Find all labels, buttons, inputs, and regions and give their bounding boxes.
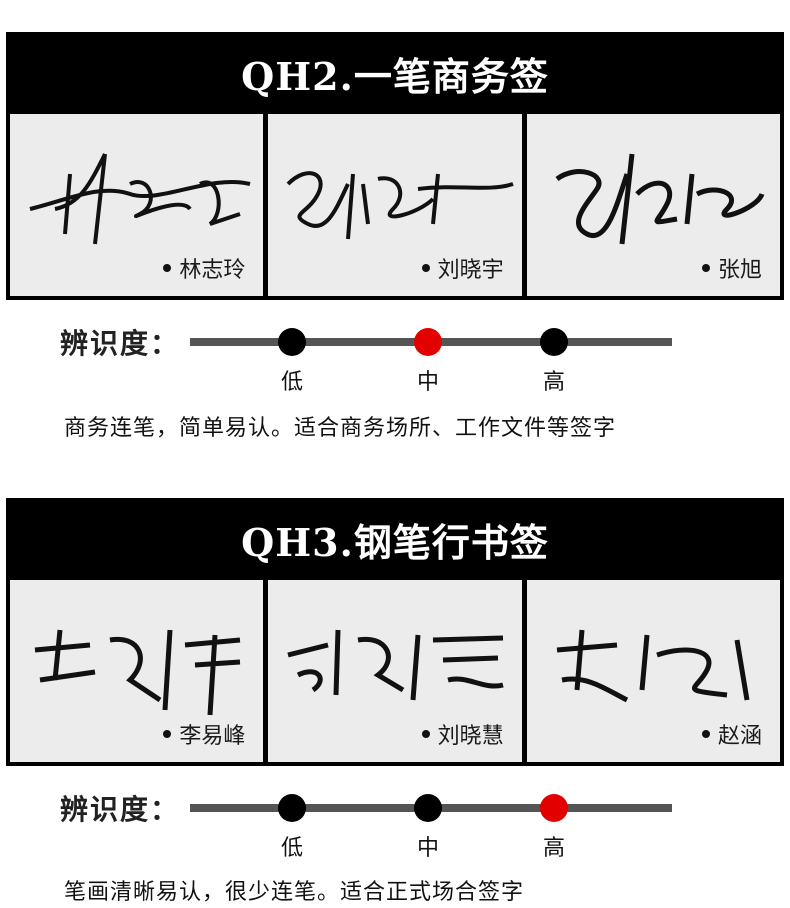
style-title-banner: QH3.钢笔行书签 [6,498,784,580]
signature-name: 林志玲 [179,258,246,283]
bullet-icon [163,264,172,272]
style-title: QH2.一笔商务签 [241,53,549,99]
signature-samples: 林志玲 刘晓宇 张旭 [6,114,784,300]
bullet-icon [421,264,430,272]
level-label-high: 高 [542,370,565,395]
signature-card[interactable]: 赵涵 [526,580,780,762]
level-marker-low [278,328,306,356]
level-marker-low [278,794,306,822]
signature-image [29,153,251,245]
level-label-low: 低 [280,836,303,861]
level-label-low: 低 [280,370,303,395]
signature-name: 张旭 [717,258,762,283]
signature-name-label: 张旭 [701,252,762,284]
signature-name-label: 林志玲 [163,252,245,284]
signature-name: 刘晓慧 [437,724,504,749]
style-description: 商务连笔，简单易认。适合商务场所、工作文件等签字 [64,416,617,441]
signature-image [34,629,241,716]
bullet-icon [701,730,710,738]
signature-name: 刘晓宇 [437,258,504,283]
level-label-high: 高 [542,836,565,861]
signature-image [556,629,750,703]
signature-image [555,153,765,245]
signature-name: 赵涵 [717,724,762,749]
style-section-qh3: QH3.钢笔行书签 李易峰 刘晓慧 [6,498,784,768]
level-marker-medium-selected [414,328,442,356]
bullet-icon [163,730,172,738]
signature-card[interactable]: 刘晓宇 [268,114,522,296]
recognizability-label: 辨识度： [60,327,181,360]
signature-image [286,171,514,240]
recognizability-meter: 辨识度： 低 中 高 [60,322,680,402]
bullet-icon [701,264,710,272]
signature-card[interactable]: 林志玲 [10,114,264,296]
signature-samples: 李易峰 刘晓慧 赵涵 [6,580,784,766]
style-title-banner: QH2.一笔商务签 [6,32,784,114]
signature-name: 李易峰 [179,724,246,749]
style-section-qh2: QH2.一笔商务签 林志玲 刘晓宇 [6,32,784,452]
recognizability-label: 辨识度： [60,793,181,826]
signature-name-label: 赵涵 [701,718,762,750]
bullet-icon [421,730,430,738]
signature-card[interactable]: 刘晓慧 [268,580,522,762]
recognizability-meter: 辨识度： 低 中 高 [60,788,680,868]
level-marker-high-selected [540,794,568,822]
level-marker-high [540,328,568,356]
signature-image [287,629,504,701]
style-title: QH3.钢笔行书签 [241,519,549,565]
level-label-medium: 中 [416,836,439,861]
style-description: 笔画清晰易认，很少连笔。适合正式场合签字 [64,880,525,905]
signature-card[interactable]: 张旭 [526,114,780,296]
signature-name-label: 刘晓宇 [421,252,504,284]
level-marker-medium [414,794,442,822]
signature-card[interactable]: 李易峰 [10,580,264,762]
level-label-medium: 中 [416,370,439,395]
signature-name-label: 李易峰 [163,718,245,750]
signature-name-label: 刘晓慧 [421,718,504,750]
